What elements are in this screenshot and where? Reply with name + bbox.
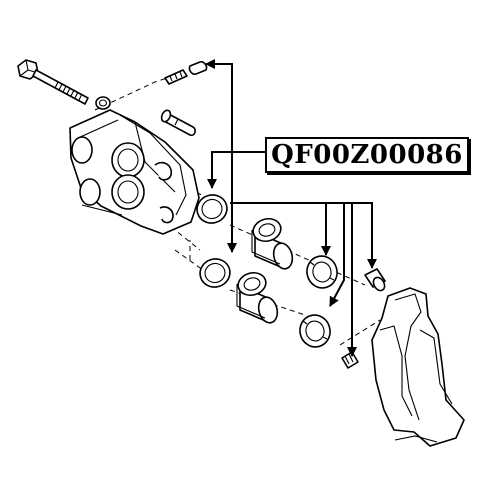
caliper-guide-bolt — [17, 59, 89, 105]
guide-pin — [160, 109, 196, 137]
guide-pin-boot-lower — [341, 351, 359, 369]
piston-upper — [251, 217, 294, 270]
dust-boot-lower — [299, 314, 331, 348]
part-code-label: QF00Z00086 — [265, 137, 469, 173]
guide-bush — [95, 96, 111, 110]
guide-pin-boot-upper — [364, 268, 386, 292]
piston-seal-lower — [199, 258, 231, 288]
leader-lines — [205, 59, 377, 357]
piston-lower — [236, 271, 279, 324]
caliper-housing — [69, 109, 200, 235]
caliper-bracket — [371, 287, 465, 447]
bleeder-screw — [164, 61, 208, 85]
piston-seal-upper — [196, 194, 228, 224]
dust-boot-upper — [306, 255, 338, 289]
part-code-text: QF00Z00086 — [271, 140, 463, 170]
